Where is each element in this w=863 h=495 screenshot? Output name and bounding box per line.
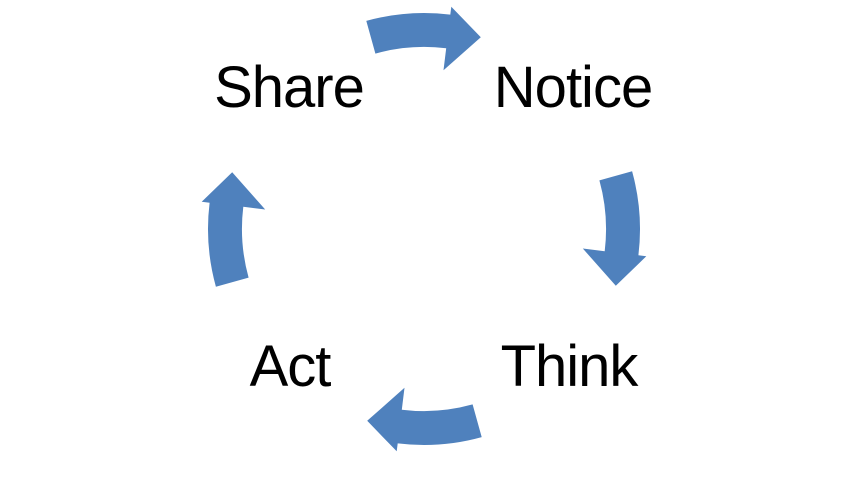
step-label-think: Think bbox=[500, 334, 639, 399]
step-label-act: Act bbox=[249, 334, 332, 399]
curved-arrow-notice-to-think-icon bbox=[582, 171, 647, 286]
step-label-notice: Notice bbox=[493, 55, 653, 120]
curved-arrow-think-to-act-icon bbox=[367, 387, 482, 452]
curved-arrow-act-to-share-icon bbox=[201, 172, 266, 287]
curved-arrow-share-to-notice-icon bbox=[366, 6, 481, 71]
step-label-share: Share bbox=[214, 55, 365, 120]
